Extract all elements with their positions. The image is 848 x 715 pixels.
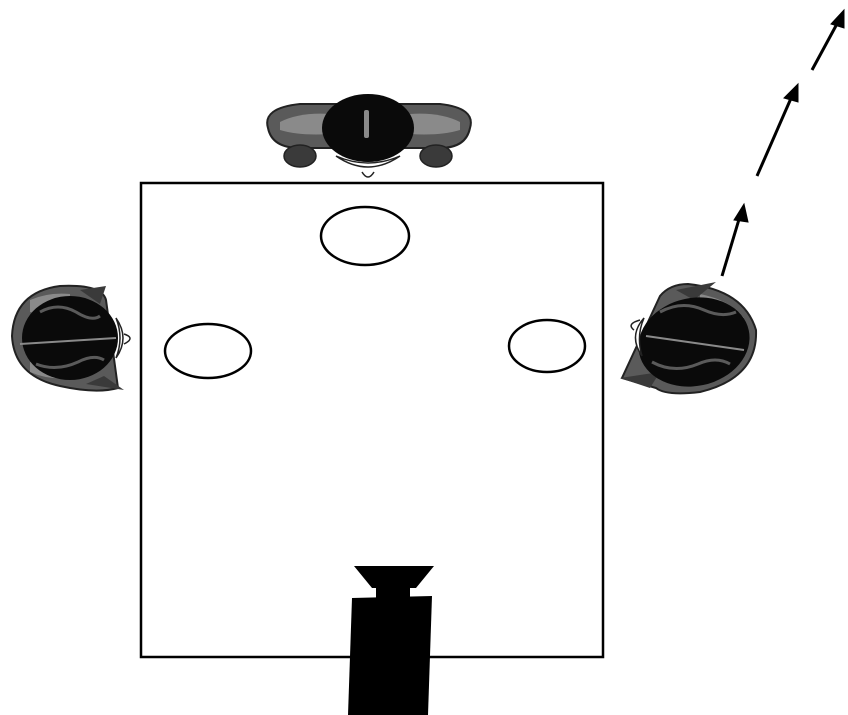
person-left-hair-curl — [39, 305, 101, 320]
person-top-hair-part — [364, 110, 369, 138]
person-top-right-hand — [419, 144, 453, 168]
person-right — [620, 282, 758, 395]
person-left — [10, 284, 131, 392]
person-top-shoulder-highlight — [280, 113, 330, 135]
person-left-upper-arm — [80, 286, 106, 304]
camera-lens-barrel — [376, 588, 410, 598]
person-right-nose — [630, 319, 641, 331]
camera-body — [348, 596, 432, 715]
person-right-upper-arm — [676, 282, 716, 300]
plate-top — [319, 205, 411, 267]
motion-path-arrowhead — [733, 202, 749, 223]
person-top — [266, 94, 472, 178]
motion-path-segment — [720, 215, 742, 277]
person-left-face — [115, 317, 124, 359]
motion-path — [720, 8, 845, 277]
plate-left — [163, 322, 253, 380]
motion-path-segment — [810, 21, 840, 71]
person-top-nose — [361, 171, 375, 178]
motion-path-arrowhead — [783, 82, 799, 103]
person-left-hair-part — [19, 337, 117, 345]
motion-path-arrowhead — [830, 8, 845, 29]
person-top-left-hand — [283, 144, 317, 168]
person-right-face — [634, 317, 645, 357]
person-left-lower-arm — [86, 376, 124, 390]
person-right-hair-curl — [651, 358, 731, 370]
person-right-hair-part — [645, 335, 745, 351]
camera-lens-hood — [354, 566, 434, 588]
person-top-face — [335, 155, 401, 168]
motion-path-segment — [755, 95, 794, 177]
plate-right — [507, 318, 587, 374]
camera — [348, 566, 434, 715]
person-right-lower-arm — [620, 372, 660, 388]
person-left-hair-curl — [35, 355, 105, 369]
person-right-hair-curl — [659, 304, 737, 317]
person-left-nose — [123, 333, 131, 345]
person-top-shoulder-highlight — [410, 113, 460, 135]
